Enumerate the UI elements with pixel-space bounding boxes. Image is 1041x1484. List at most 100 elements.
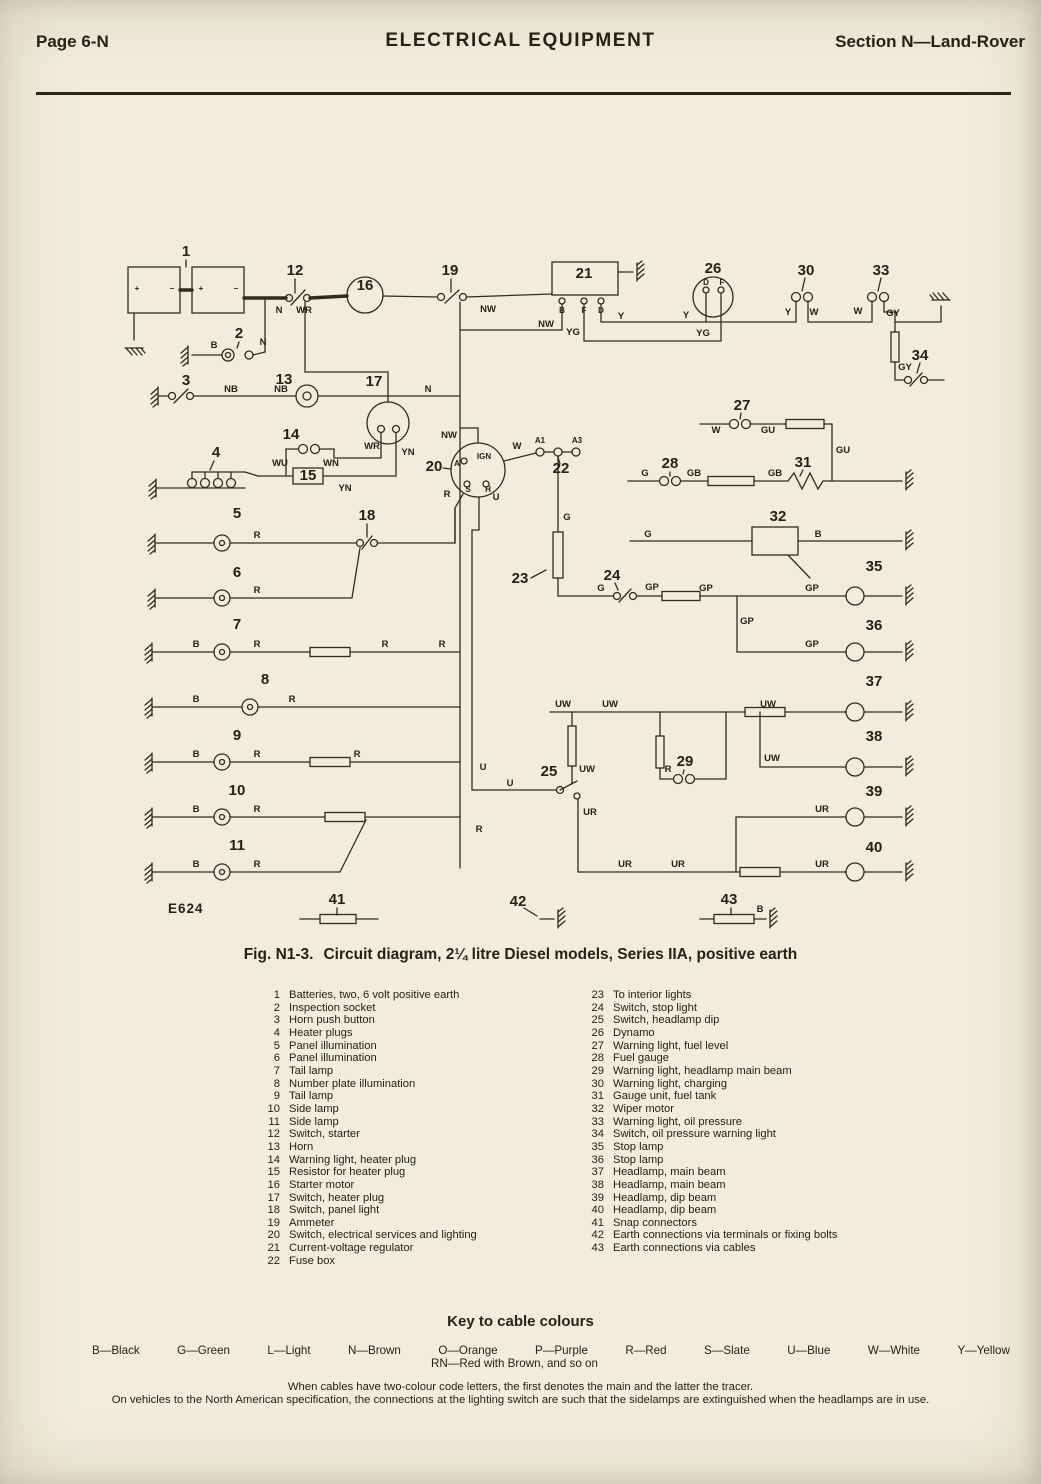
wire-colour-label: G [563,512,570,523]
component-number: 29 [677,753,694,770]
circuit-diagram-svg: E624 12345678910111213141516171819202122… [124,243,951,929]
component-number: 25 [541,763,558,780]
wire-colour-label: NB [274,384,288,395]
legend-item-label: Snap connectors [613,1216,697,1229]
legend-item: 41 Snap connectors [582,1217,852,1230]
cable-colour-entry: G—Green [177,1344,230,1357]
legend-item-number: 18 [267,1204,280,1217]
legend-item-label: Stop lamp [613,1153,664,1166]
legend-item-label: Stop lamp [613,1140,664,1153]
cable-colour-entry: N—Brown [348,1344,401,1357]
legend-item-number: 42 [591,1229,604,1242]
wire-colour-label: GP [699,583,713,594]
wire-colour-label: R [254,530,261,541]
wire-colour-label: NW [480,304,496,315]
fuel-gauge-circuit [627,412,914,491]
legend-item-number: 19 [267,1216,280,1229]
wire-colour-label: R [476,824,483,835]
component-number: 11 [229,837,245,854]
figure-caption-text: Circuit diagram, 2¼ litre Diesel models,… [323,946,798,963]
legend-item-number: 39 [591,1191,604,1204]
wire-colour-label: GY [898,362,912,373]
component-number: 33 [873,262,890,279]
legend-item-label: Horn push button [289,1014,375,1027]
horn-circuit [150,384,461,408]
legend-item-label: Heater plugs [289,1026,353,1039]
legend-item-number: 43 [591,1242,604,1255]
legend-item-label: Horn [289,1140,314,1153]
legend-item-label: Wiper motor [613,1102,674,1115]
wire-colour-label: U [480,762,487,773]
wire-colour-label: B [193,694,200,705]
wire-colour-label: B [193,804,200,815]
wire-colour-label: B [193,859,200,870]
figure-caption: Fig. N1-3.Circuit diagram, 2¼ litre Dies… [0,946,1041,964]
legend-item-number: 1 [273,989,280,1001]
legend-item-label: Headlamp, dip beam [613,1191,717,1204]
legend-item-label: Headlamp, main beam [613,1178,726,1191]
component-number: 42 [510,893,527,910]
wire-colour-label: YG [696,328,710,339]
wire-colour-label: A [454,459,460,468]
wiper-motor-symbol [629,526,914,579]
legend-item-number: 2 [273,1001,280,1014]
cable-colour-entry: P—Purple [535,1344,588,1357]
cable-key-title: Key to cable colours [447,1313,594,1330]
wire-colour-label: R [444,489,451,500]
wire-colour-label: GP [805,583,819,594]
wire-colour-label: UW [555,699,571,710]
component-number: 43 [721,891,738,908]
wire-colour-label: R [665,764,672,775]
wire-colour-label: GU [836,445,850,456]
component-number: 3 [182,372,190,389]
legend-item-label: Inspection socket [289,1001,376,1014]
legend-item-label: Warning light, fuel level [613,1039,729,1052]
legend-item-number: 21 [267,1242,280,1255]
legend-item-label: Fuel gauge [613,1052,669,1065]
wire-colour-label: WN [323,458,339,469]
wire-colour-label: WU [272,458,288,469]
component-number: 4 [212,444,221,461]
component-number: 2 [235,325,243,342]
component-number: 34 [912,347,929,364]
legend-item-number: 31 [591,1090,604,1103]
wire-colour-label: UR [815,859,829,870]
wire-colour-label: F [720,278,725,287]
component-number: 31 [795,454,812,471]
dip-switch-circuit [471,711,914,882]
legend-item-label: Warning light, oil pressure [613,1115,742,1128]
wire-colour-label: GP [740,616,754,627]
component-number: 19 [442,262,459,279]
wire-colour-label: B [815,529,822,540]
legend-item-number: 41 [591,1216,604,1229]
page-title: ELECTRICAL EQUIPMENT [385,30,656,51]
wire-colour-label: H [485,485,491,494]
wire-colour-label: N [260,337,267,348]
heater-plug-circuit [148,301,410,500]
plate-code: E624 [168,901,204,916]
wire-colour-label: D [703,278,709,287]
wire-colour-label: GP [805,639,819,650]
legend-item-number: 23 [591,989,604,1001]
component-number: 10 [229,782,246,799]
legend-item-number: 27 [591,1039,604,1052]
wire-colour-label: WR [364,441,380,452]
wire-colour-label: R [254,639,261,650]
legend-item-number: 6 [273,1052,280,1065]
legend-item-label: Warning light, charging [613,1077,728,1090]
regulator-symbol [459,260,722,342]
